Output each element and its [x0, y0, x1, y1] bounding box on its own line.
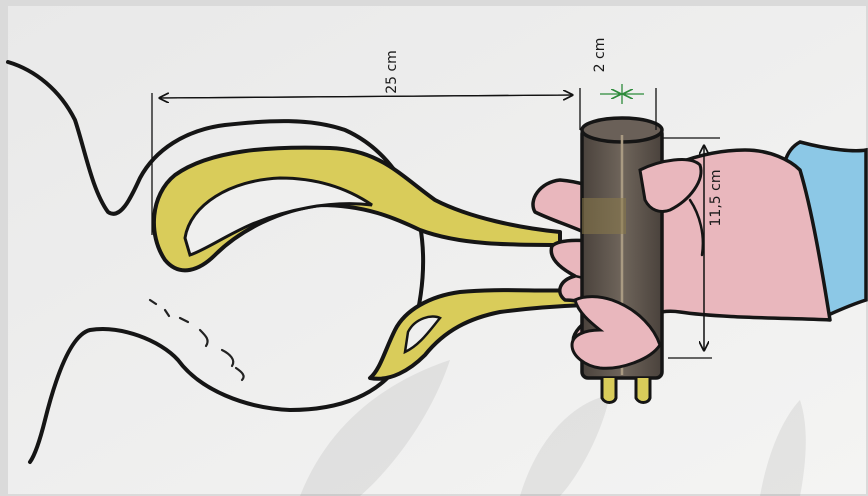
dimension-length-label: 25 cm [384, 50, 400, 94]
dimension-height-label: 11,5 cm [708, 170, 724, 227]
dimension-diameter-label: 2 cm [592, 38, 608, 73]
